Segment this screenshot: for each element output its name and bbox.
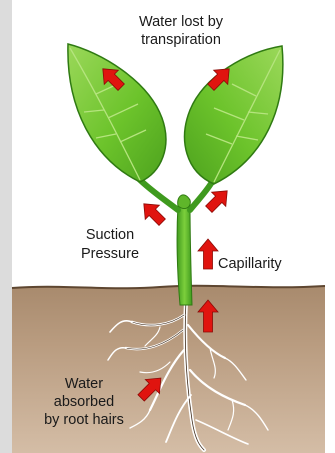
transpiration-label-line2: transpiration: [141, 32, 221, 48]
stem: [177, 205, 192, 305]
transpiration-label-line1: Water lost by: [139, 14, 224, 30]
absorbed-label-line3: by root hairs: [44, 412, 124, 428]
capillarity-label: Capillarity: [218, 256, 282, 272]
left-frame: [0, 0, 12, 453]
suction-label-line1: Suction: [86, 227, 134, 243]
absorbed-label-line1: Water: [65, 376, 103, 392]
suction-label-line2: Pressure: [81, 246, 139, 262]
absorbed-label-line2: absorbed: [54, 394, 114, 410]
